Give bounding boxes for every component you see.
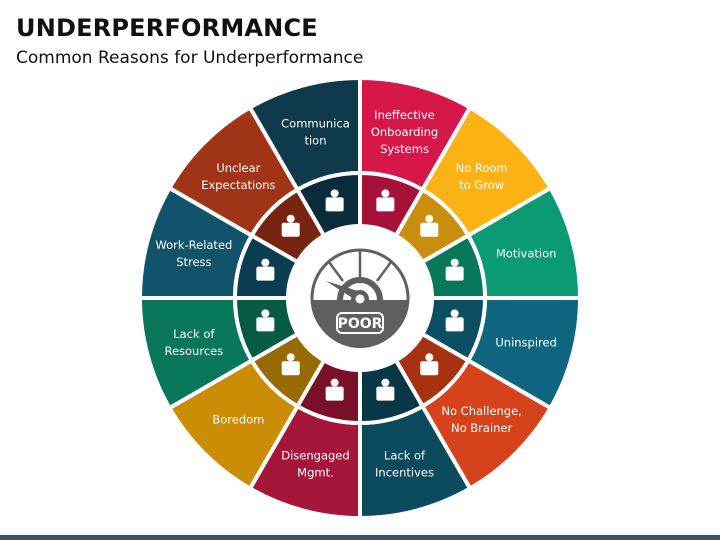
presenter-chart-icon <box>281 214 300 237</box>
stressed-worker-icon <box>256 258 275 281</box>
person-climbing-gear-icon <box>420 353 439 376</box>
wheel-segments <box>138 76 582 520</box>
wheel-icons <box>256 189 464 401</box>
gauge-arc <box>337 277 383 301</box>
bored-person-desk-icon <box>281 353 300 376</box>
speech-bubbles-icon <box>325 189 344 212</box>
segment-label-boredom: Boredom <box>212 413 264 427</box>
segment-label-no-challenge: No Challenge,No Brainer <box>441 404 521 435</box>
gauge-lower-fill <box>312 300 408 348</box>
raised-fist-icon <box>445 258 464 281</box>
segment-communication <box>248 76 362 238</box>
growth-chart-icon <box>420 214 439 237</box>
page-title: UNDERPERFORMANCE <box>16 14 318 42</box>
center-gauge: POOR <box>293 231 427 365</box>
poor-badge <box>336 312 384 334</box>
person-slumped-desk-icon <box>445 309 464 332</box>
segment-label-motivation: Motivation <box>496 246 557 260</box>
segment-label-uninspired: Uninspired <box>495 336 557 350</box>
segment-disengaged-mgmt <box>248 358 362 520</box>
gift-dollar-icon <box>376 378 395 401</box>
gauge-needle <box>326 281 358 299</box>
team-cycle-icon <box>256 309 275 332</box>
gauge-label: POOR <box>338 316 383 332</box>
page-subtitle: Common Reasons for Underperformance <box>16 48 364 68</box>
footer-bar <box>0 535 720 540</box>
disengaged-people-icon <box>325 378 344 401</box>
document-search-icon <box>376 189 395 212</box>
